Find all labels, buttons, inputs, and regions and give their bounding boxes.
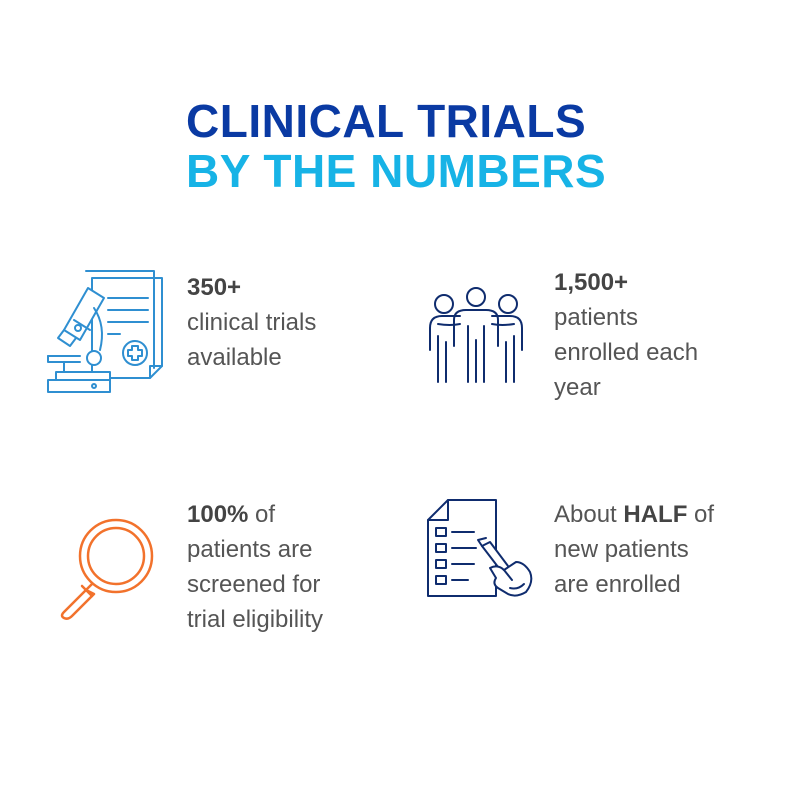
microscope-icon <box>44 268 170 398</box>
stat-patients-line-1: patients <box>554 304 639 331</box>
stat-screened-suffix: of <box>248 501 276 528</box>
stat-patients-line-3: year <box>554 374 601 401</box>
stat-enrolled-value: HALF <box>623 501 688 528</box>
title-line-1: CLINICAL TRIALS <box>186 95 587 147</box>
stat-screened-line-3: trial eligibility <box>187 606 324 633</box>
stat-screened-line-1: patients are <box>187 536 313 563</box>
stat-screened-value: 100% <box>187 501 249 528</box>
stat-trials-value: 350+ <box>187 274 242 301</box>
stat-trials-line-2: available <box>187 344 282 371</box>
stat-enrolled-line-2: are enrolled <box>554 571 681 598</box>
stat-patients-line-2: enrolled each <box>554 339 699 366</box>
stat-enrolled-line-1: new patients <box>554 536 689 563</box>
stat-enrolled-prefix: About <box>554 501 624 528</box>
stat-patients: 1,500+ patients enrolled each year <box>554 265 698 405</box>
patients-group-icon <box>424 284 528 384</box>
stat-enrolled-suffix: of <box>687 501 715 528</box>
stat-patients-value: 1,500+ <box>554 269 629 296</box>
page-title: CLINICAL TRIALS BY THE NUMBERS <box>186 96 606 196</box>
stat-trials: 350+ clinical trials available <box>187 270 316 375</box>
title-line-2: BY THE NUMBERS <box>186 145 607 197</box>
magnifying-glass-icon <box>56 516 156 620</box>
stat-screened: 100% of patients are screened for trial … <box>187 497 323 637</box>
stat-trials-line-1: clinical trials <box>187 309 317 336</box>
stat-screened-line-2: screened for <box>187 571 321 598</box>
stat-enrolled-half: About HALF of new patients are enrolled <box>554 497 714 602</box>
form-signing-icon <box>424 498 536 602</box>
